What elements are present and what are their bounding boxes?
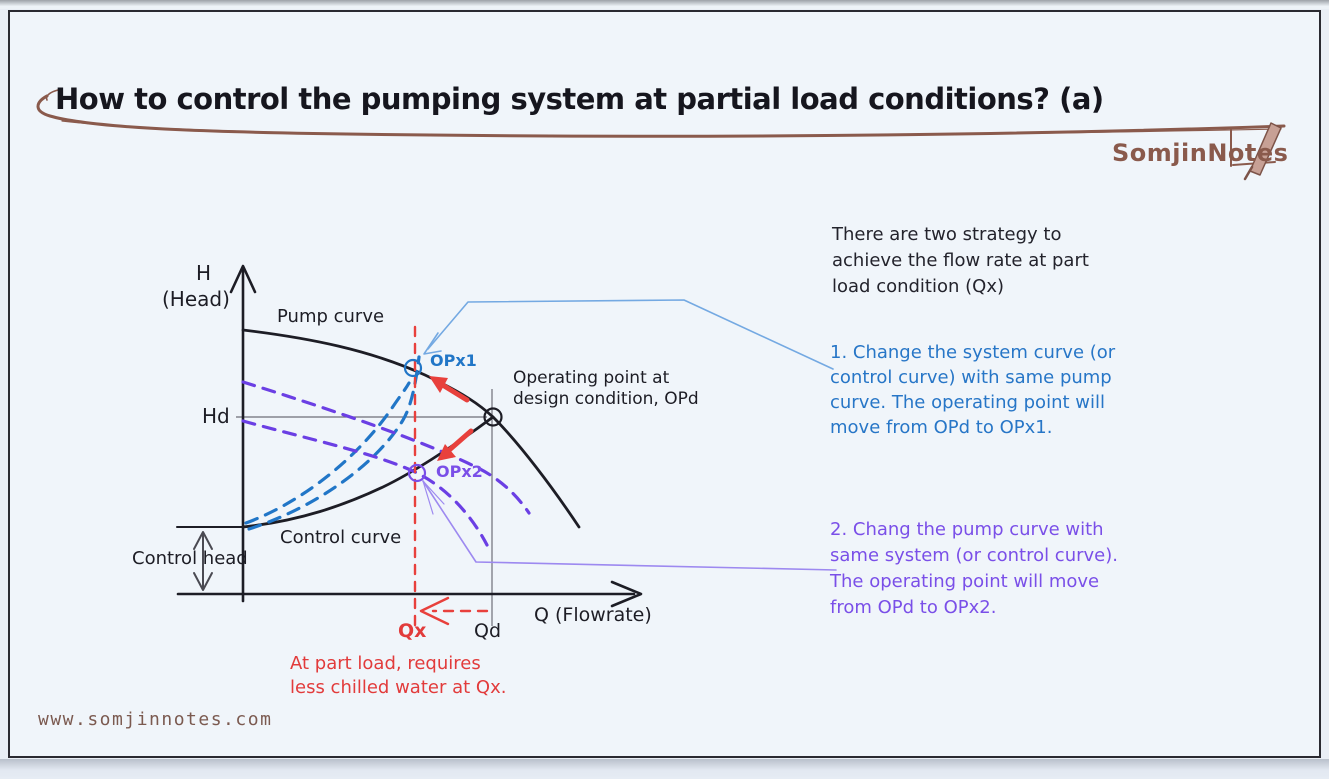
x-axis-label: Q (Flowrate)	[534, 604, 652, 626]
page-title: How to control the pumping system at par…	[55, 82, 1104, 116]
intro-note: There are two strategy to achieve the fl…	[832, 224, 1089, 297]
title-underline-swoosh	[36, 89, 1286, 138]
opx2-label: OPx2	[436, 462, 483, 481]
shift-arrow-opx2	[444, 428, 474, 455]
y-axis-arrowhead	[229, 264, 257, 294]
pump-curve-label: Pump curve	[277, 306, 385, 327]
part-load-note: At part load, requires less chilled wate…	[290, 653, 507, 698]
strategy-1-note: 1. Change the system curve (or control c…	[830, 342, 1116, 438]
website-url: www.somjinnotes.com	[38, 709, 273, 730]
part-load-red-marks	[413, 325, 489, 631]
control-head-arrow	[193, 531, 213, 591]
callout-purple	[422, 480, 837, 571]
x-axis-arrowhead	[610, 580, 643, 608]
control-head-label: Control head	[132, 548, 248, 569]
axes	[176, 264, 643, 608]
opx1-point	[403, 358, 423, 378]
note-page-frame	[8, 10, 1321, 758]
brand-logo-text: SomjinNotes	[1112, 139, 1289, 167]
operating-points	[403, 358, 503, 483]
shift-arrow-opx1	[438, 381, 470, 403]
qd-marker-label: Qd	[474, 620, 502, 642]
qx-arrowhead	[419, 596, 450, 626]
hd-marker-label: Hd	[202, 404, 230, 428]
callout-blue	[423, 299, 834, 370]
pen-icon	[1243, 122, 1282, 181]
canvas-top-edge	[0, 0, 1329, 9]
strategy-2-note: 2. Chang the pump curve with same system…	[830, 519, 1118, 618]
reference-lines	[236, 389, 493, 626]
design-point-note: Operating point at design condition, OPd	[513, 368, 699, 409]
y-axis-name-label: (Head)	[162, 287, 230, 311]
system-curves-changed	[244, 355, 421, 531]
opd-point	[483, 407, 503, 427]
canvas-bottom-edge	[0, 759, 1329, 779]
opx1-label: OPx1	[430, 351, 477, 370]
opx2-point	[407, 463, 427, 483]
qx-marker-label: Qx	[398, 620, 427, 642]
y-axis-symbol-label: H	[196, 261, 212, 285]
control-curve-label: Control curve	[280, 527, 402, 548]
